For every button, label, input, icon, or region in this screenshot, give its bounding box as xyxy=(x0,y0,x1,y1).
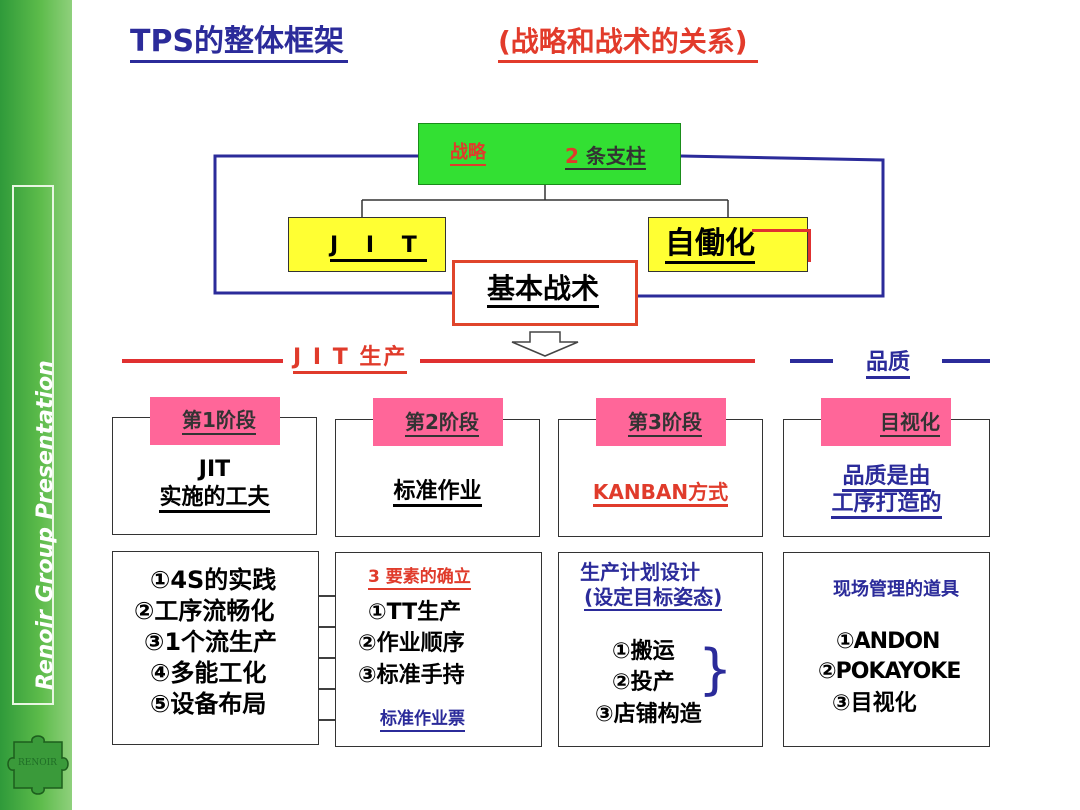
stage-2-desc: 标准作业 xyxy=(335,478,540,507)
detail-1-item: ②工序流畅化 xyxy=(134,597,275,625)
detail-3-box xyxy=(558,552,763,747)
detail-4-item: ②POKAYOKE xyxy=(818,659,961,684)
side-band-frame xyxy=(12,185,54,705)
pillars-text: 条支柱 xyxy=(585,144,646,168)
brace-icon: } xyxy=(698,638,733,701)
stage-3-desc-text: KANBAN方式 xyxy=(592,480,729,507)
detail-4-heading: 现场管理的道具 xyxy=(833,579,959,600)
basic-tactics-box xyxy=(452,260,638,326)
jidoka-label: 自働化 xyxy=(665,227,755,264)
basic-tactics-label: 基本战术 xyxy=(487,273,600,308)
pillars-number: 2 xyxy=(565,144,579,168)
detail-2-footer: 标准作业票 xyxy=(380,708,465,732)
page-subtitle: (战略和战术的关系) xyxy=(498,24,758,63)
detail-3-item: ②投产 xyxy=(612,670,675,695)
jit-box xyxy=(288,217,446,272)
detail-4-box xyxy=(783,552,990,747)
stage-1-tag xyxy=(150,397,280,445)
detail-3-item: ①搬运 xyxy=(612,639,675,664)
detail-2-box xyxy=(335,552,542,747)
section-quality: 品质 xyxy=(866,350,911,379)
stage-4-desc-line1: 品质是由 xyxy=(783,463,990,492)
stage-3-label: 第3阶段 xyxy=(628,409,702,437)
detail-1-box xyxy=(112,551,319,745)
stage-4-desc-line2: 工序打造的 xyxy=(783,490,990,519)
detail-2-heading: 3 要素的确立 xyxy=(368,566,471,590)
strategy-label: 战略 xyxy=(450,142,486,166)
stage-4-desc-text1: 品质是由 xyxy=(842,464,931,492)
detail-3-item: ③店铺构造 xyxy=(595,702,702,727)
page-title: TPS的整体框架 xyxy=(130,24,349,63)
detail-1-item: ①4S的实践 xyxy=(150,566,277,594)
strategy-box xyxy=(418,123,681,185)
stage-2-tag xyxy=(373,398,503,446)
detail-4-item: ③目视化 xyxy=(832,691,917,716)
jit-label: J I T xyxy=(330,233,427,262)
stage-1-desc-line1: JIT xyxy=(198,457,231,482)
stage-1-desc-text: 实施的工夫 xyxy=(159,485,270,513)
stage-2-label: 第2阶段 xyxy=(405,409,479,437)
stage-3-tag xyxy=(596,398,726,446)
stage-4-label: 目视化 xyxy=(880,409,940,437)
section-jit-production: J I T 生产 xyxy=(293,345,408,374)
stage-1-desc-line2: 实施的工夫 xyxy=(112,484,317,513)
stage-3-desc: KANBAN方式 xyxy=(558,478,763,507)
stage-1-label: 第1阶段 xyxy=(182,407,256,435)
detail-1-item: ③1个流生产 xyxy=(144,628,278,656)
detail-2-item: ③标准手持 xyxy=(358,663,465,688)
jidoka-red-mark xyxy=(752,229,811,262)
detail-2-item: ①TT生产 xyxy=(368,600,462,625)
logo-text: RENOIR xyxy=(18,758,57,768)
detail-3-heading-line2: (设定目标姿态) xyxy=(584,585,723,611)
puzzle-logo-icon xyxy=(7,735,69,795)
stage-4-desc-text2: 工序打造的 xyxy=(831,491,942,519)
detail-3-heading-line1: 生产计划设计 xyxy=(580,560,700,584)
stage-2-desc-text: 标准作业 xyxy=(393,479,482,507)
stage-4-tag xyxy=(821,398,951,446)
detail-1-item: ⑤设备布局 xyxy=(150,690,267,718)
detail-2-item: ②作业顺序 xyxy=(358,631,465,656)
detail-4-item: ①ANDON xyxy=(836,629,940,654)
pillars-label: 2 条支柱 xyxy=(565,144,646,170)
detail-1-item: ④多能工化 xyxy=(150,659,267,687)
